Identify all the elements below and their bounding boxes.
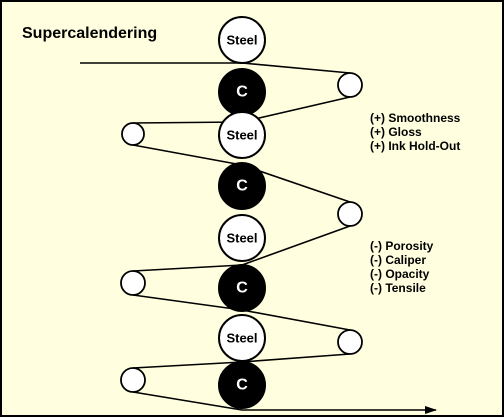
effect-item: (-) Caliper: [370, 253, 426, 267]
steel-roll: Steel: [218, 16, 266, 64]
guide-rolls: [120, 72, 363, 393]
web-segment: [132, 391, 243, 411]
effect-item: (-) Opacity: [370, 267, 430, 281]
guide-roll: [337, 72, 363, 98]
effect-item: (+) Ink Hold-Out: [370, 139, 460, 153]
roll-label: C: [236, 178, 248, 195]
web-segment: [132, 294, 243, 311]
roll-label: C: [236, 280, 248, 297]
roll-circle: [218, 214, 266, 262]
composite-roll: C: [218, 264, 266, 312]
effect-item: (-) Porosity: [370, 239, 434, 253]
web-segment: [132, 361, 243, 369]
guide-roll: [121, 122, 145, 146]
roll-circle: [218, 162, 266, 210]
web-segment: [241, 309, 351, 331]
guide-roll: [337, 201, 363, 227]
composite-roll: C: [218, 162, 266, 210]
steel-roll: Steel: [218, 314, 266, 362]
roll-circle: [218, 264, 266, 312]
effect-item: (+) Gloss: [370, 125, 422, 139]
roll-circle: [218, 111, 266, 159]
web-segment: [241, 62, 351, 74]
guide-roll: [120, 270, 146, 296]
steel-roll: Steel: [218, 214, 266, 262]
roll-label: C: [236, 84, 248, 101]
web-segment: [241, 353, 351, 363]
roll-circle: [218, 361, 266, 409]
steel-roll: Steel: [218, 111, 266, 159]
composite-roll: C: [218, 68, 266, 116]
roll-label: Steel: [226, 231, 257, 246]
roll-circle: [218, 16, 266, 64]
effect-item: (+) Smoothness: [370, 111, 461, 125]
diagram-title: Supercalendering: [22, 25, 157, 42]
effect-item: (-) Tensile: [370, 281, 426, 295]
paper-web: [80, 62, 437, 414]
roll-label: Steel: [226, 331, 257, 346]
effects-negative-list: (-) Porosity(-) Caliper(-) Opacity(-) Te…: [370, 239, 434, 295]
guide-roll: [337, 329, 363, 355]
roll-label: C: [236, 377, 248, 394]
web-segment: [132, 264, 243, 272]
roll-label: Steel: [226, 128, 257, 143]
web-segment: [241, 225, 351, 266]
effects-positive-list: (+) Smoothness(+) Gloss(+) Ink Hold-Out: [370, 111, 461, 153]
web-segment: [241, 96, 351, 123]
roll-label: Steel: [226, 33, 257, 48]
guide-roll: [120, 367, 146, 393]
web-segment: [132, 144, 243, 166]
composite-roll: C: [218, 361, 266, 409]
